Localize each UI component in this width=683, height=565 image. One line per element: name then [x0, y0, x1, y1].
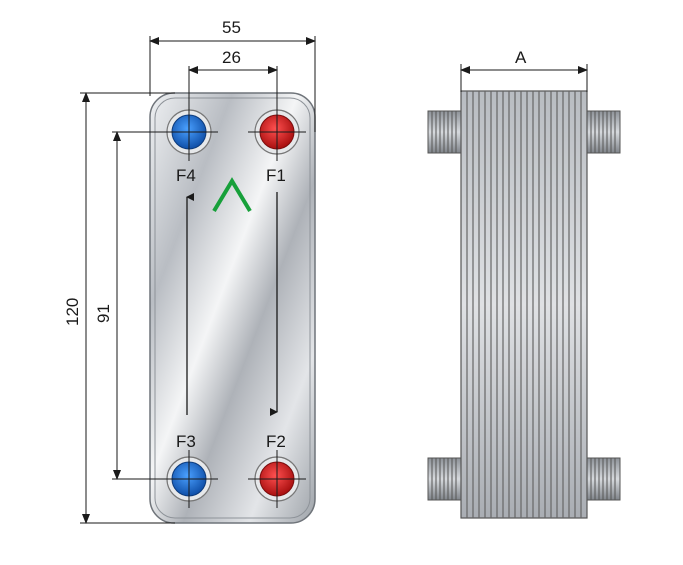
port-label-f4: F4 — [176, 166, 196, 185]
dimension-overall-width: 55 — [149, 18, 316, 132]
dim-label-26: 26 — [222, 48, 241, 67]
chevron-icon — [212, 177, 252, 213]
port-f1 — [248, 103, 306, 161]
dimension-port-spacing-horizontal: 26 — [188, 48, 278, 110]
plate-inner-edge — [154, 97, 311, 519]
port-f3 — [160, 450, 218, 508]
dim-label-55: 55 — [222, 18, 241, 37]
port-f4 — [160, 103, 218, 161]
dimension-pack-length: A — [460, 48, 588, 92]
thread-bottom-left — [427, 457, 462, 501]
plate-pack-lines — [466, 91, 582, 518]
dim-label-120: 120 — [63, 298, 82, 326]
port-label-f3: F3 — [176, 432, 196, 451]
plate-pack — [460, 90, 588, 519]
port-label-f1: F1 — [266, 166, 286, 185]
dimension-overall-height: 120 — [63, 92, 175, 524]
side-view — [427, 90, 621, 519]
port-f2 — [248, 450, 306, 508]
front-view: F4 F1 F3 F2 — [149, 92, 316, 524]
dimension-port-spacing-vertical: 91 — [94, 131, 167, 480]
port-label-f2: F2 — [266, 432, 286, 451]
dim-label-a: A — [515, 48, 527, 67]
thread-top-right — [586, 110, 621, 154]
plate-body — [149, 92, 316, 524]
thread-bottom-right — [586, 457, 621, 501]
thread-top-left — [427, 110, 462, 154]
dim-label-91: 91 — [94, 304, 113, 323]
